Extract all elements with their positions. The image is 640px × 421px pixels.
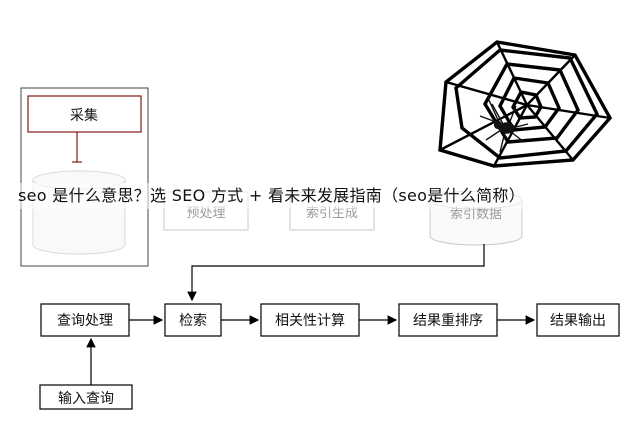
spider-web-icon — [438, 40, 613, 168]
output-label: 结果输出 — [550, 313, 606, 329]
input-query-label: 输入查询 — [58, 391, 114, 407]
indexing-frame — [20, 87, 149, 267]
rerank-label: 结果重排序 — [413, 313, 483, 329]
query-process-node: 查询处理 — [40, 303, 130, 337]
pre-process-label: 预处理 — [186, 206, 225, 221]
relevance-node: 相关性计算 — [260, 303, 360, 337]
index-gen-label: 索引生成 — [306, 206, 358, 221]
index-to-retrieve-arrow — [187, 244, 485, 302]
input-query-node: 输入查询 — [39, 384, 133, 410]
relevance-label: 相关性计算 — [275, 313, 345, 329]
rerank-node: 结果重排序 — [398, 303, 498, 337]
query-process-label: 查询处理 — [57, 313, 113, 329]
article-title-overlay: seo 是什么意思？选 SEO 方式 + 看未来发展指南（seo是什么简称） — [18, 183, 618, 209]
collect-label: 采集 — [70, 107, 98, 124]
index-data-label: 索引数据 — [450, 207, 502, 222]
output-node: 结果输出 — [536, 303, 620, 337]
collect-node: 采集 — [27, 95, 142, 133]
retrieve-label: 检索 — [179, 312, 207, 329]
retrieve-node: 检索 — [164, 303, 222, 337]
spider-icon — [479, 97, 529, 153]
